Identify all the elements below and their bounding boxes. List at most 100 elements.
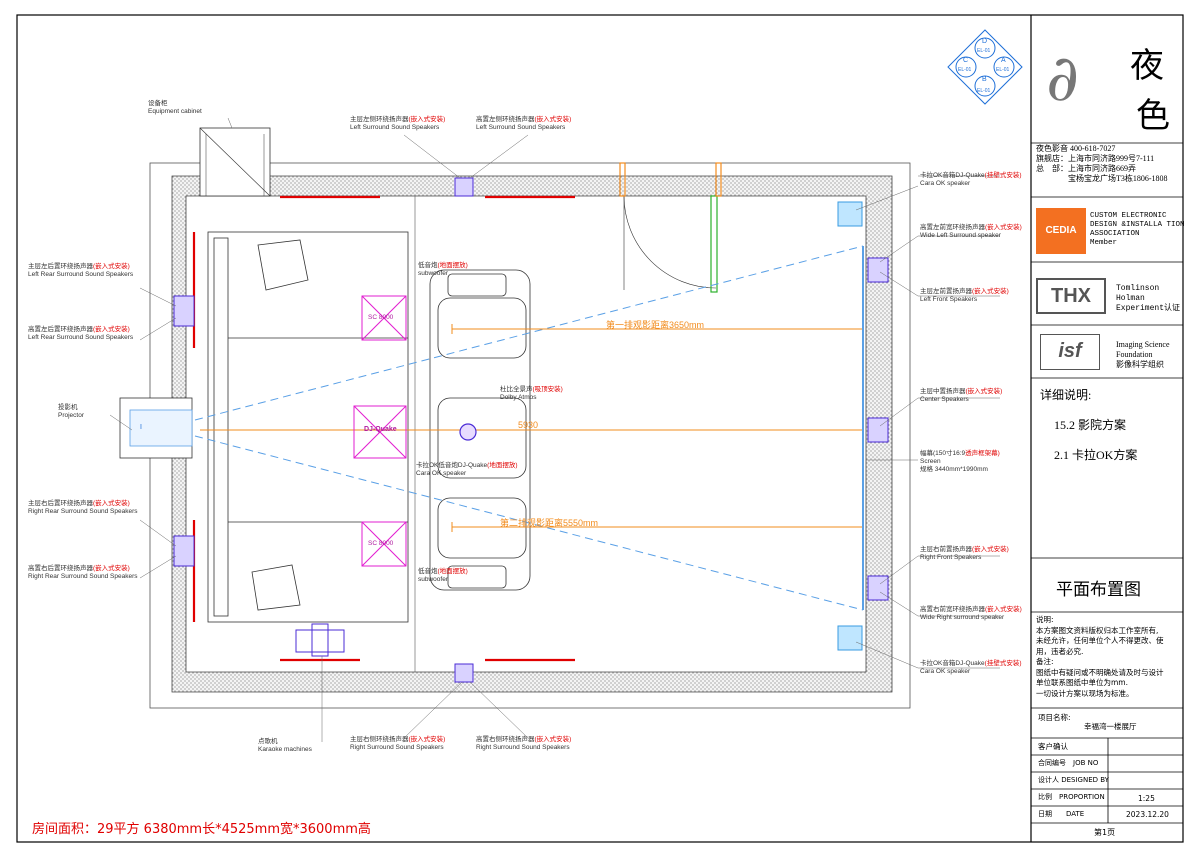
label-install: (挂壁式安装) <box>984 660 1022 667</box>
label-install: (嵌入式安装) <box>93 565 130 572</box>
label-install: (嵌入式安装) <box>972 546 1009 553</box>
label-line: Projector <box>58 412 85 419</box>
thx-text-line: Holman <box>1116 294 1145 303</box>
label-projector: 投影机 Projector <box>58 404 84 420</box>
label-install: (吸顶安装) <box>532 386 563 393</box>
label-install: (嵌入式安装) <box>93 326 130 333</box>
cedia-text: CUSTOM ELECTRONIC DESIGN &INSTALLA TION … <box>1090 212 1185 248</box>
label-right-surround: 主层右侧环绕扬声器(嵌入式安装) Right Surround Sound Sp… <box>350 736 445 752</box>
dim-overall: 5930 <box>518 420 539 430</box>
cedia-logo: CEDIA <box>1036 208 1086 254</box>
label-line: subwoofer <box>418 270 448 277</box>
details-heading: 详细说明: <box>1040 388 1092 402</box>
drawing-frame <box>16 14 1184 843</box>
label-left-surround: 主层左侧环绕扬声器(嵌入式安装) Left Surround Sound Spe… <box>350 116 445 132</box>
brand-logo-mark: ∂ <box>1046 42 1080 116</box>
notes-line: 一切设计方案以现场为标准。 <box>1036 688 1134 698</box>
label-center: 主层中置扬声器(嵌入式安装) Center Speakers <box>920 388 1002 404</box>
label-line: 高置左前宽环绕扬声器 <box>920 224 985 231</box>
plan-title: 平面布置图 <box>1056 580 1141 600</box>
label-line: Left Front Speakers <box>920 296 978 303</box>
label-install: (嵌入式安装) <box>93 500 130 507</box>
label-line: Screen <box>920 458 941 465</box>
company-line: 旗舰店：上海市同济路999号7-111 <box>1036 154 1155 163</box>
company-line: 夜色影音 400-618-7027 <box>1036 144 1116 153</box>
cedia-text-line: CUSTOM ELECTRONIC <box>1090 212 1167 220</box>
label-line: Cara OK speaker <box>920 180 971 187</box>
label-line: 高置右后置环绕扬声器 <box>28 565 93 572</box>
label-install: (嵌入式安装) <box>93 263 130 270</box>
label-line: Cara OK speaker <box>416 470 467 477</box>
label-line: 主层左侧环绕扬声器 <box>350 116 409 123</box>
room-area: 房间面积：29平方 6380mm长*4525mm宽*3600mm高 <box>32 822 371 837</box>
label-install: (嵌入式安装) <box>408 736 446 743</box>
scale-label: 比例 PROPORTION <box>1038 793 1105 801</box>
isf-text-line: Imaging Science <box>1116 340 1170 349</box>
label-line: 投影机 <box>58 404 78 411</box>
notes-line: 备注: <box>1036 657 1054 666</box>
notes-line: 单位联系图纸中单位为mm. <box>1036 678 1128 687</box>
dim-second-row: 第二排观影距离5550mm <box>500 518 599 528</box>
company-line: 总 部：上海市同济路669弄 <box>1036 164 1136 173</box>
label-caraok-bottom: 卡拉OK音箱DJ-Quake(挂壁式安装) Cara OK speaker <box>920 660 1022 676</box>
sc8000-bottom: SC 8000 <box>368 540 394 547</box>
label-line: Right Surround Sound Speakers <box>350 744 444 751</box>
label-right-front: 主层右前置扬声器(嵌入式安装) Right Front Speakers <box>920 546 1009 562</box>
label-line: Right Rear Surround Sound Speakers <box>28 508 138 515</box>
label-caraok-center: 卡拉OK低音炮DJ-Quake(地面摆放) Cara OK speaker <box>416 462 518 478</box>
label-left-front: 主层左前置扬声器(嵌入式安装) Left Front Speakers <box>920 288 1009 304</box>
projection-beam <box>194 245 864 611</box>
label-line: Left Rear Surround Sound Speakers <box>28 271 134 278</box>
atmos-speaker <box>459 423 477 441</box>
label-line: 卡拉OK低音炮DJ-Quake <box>416 462 488 469</box>
label-line: Left Surround Sound Speakers <box>350 124 440 131</box>
label-subwoofer-bottom: 低音炮(地面摆放) subwoofer <box>418 568 468 584</box>
label-line: 主层右前置扬声器 <box>920 546 972 553</box>
thx-text: Tomlinson Holman Experiment认证 <box>1116 284 1180 314</box>
scale-value: 1:25 <box>1138 794 1155 803</box>
compass-tag: EL-01 <box>996 67 1010 73</box>
isf-logo: isf <box>1040 334 1100 370</box>
label-install: (地面摆放) <box>487 462 518 469</box>
label-high-left-surround: 高置左侧环绕扬声器(嵌入式安装) Left Surround Sound Spe… <box>476 116 571 132</box>
dimension-lines <box>200 324 862 532</box>
label-equipment-cabinet: 设备柜 Equipment cabinet <box>148 100 202 116</box>
project-label: 项目名称: <box>1038 713 1071 722</box>
company-info: 夜色影音 400-618-7027 旗舰店：上海市同济路999号7-111 总 … <box>1036 144 1168 184</box>
karaoke-machine <box>295 629 345 653</box>
label-install: 透声框架幕) <box>965 450 1000 457</box>
notes-line: 未经允许，任何单位个人不得更改、使 <box>1036 636 1164 645</box>
projector-mark: I <box>140 424 142 431</box>
label-wide-left: 高置左前宽环绕扬声器(嵌入式安装) Wide Left Surround spe… <box>920 224 1022 240</box>
label-line: Right Surround Sound Speakers <box>476 744 570 751</box>
label-karaoke-machine: 点歌机 Karaoke machines <box>258 738 312 754</box>
label-right-rear: 主层右后置环绕扬声器(嵌入式安装) Right Rear Surround So… <box>28 500 137 516</box>
designer-label: 设计人 DESIGNED BY <box>1038 776 1109 784</box>
notes-line: 用，违者必究. <box>1036 646 1084 656</box>
label-install: (嵌入式安装) <box>534 116 572 123</box>
isf-text-line: Foundation <box>1116 350 1153 359</box>
sc8000-top: SC 8000 <box>368 314 394 321</box>
label-line: 卡拉OK音箱DJ-Quake <box>920 660 985 667</box>
label-install: (嵌入式安装) <box>972 288 1009 295</box>
label-line: Cara OK speaker <box>920 668 971 675</box>
label-line: Karaoke machines <box>258 746 312 753</box>
label-high-right-surround: 高置右侧环绕扬声器(嵌入式安装) Right Surround Sound Sp… <box>476 736 571 752</box>
label-high-right-rear: 高置右后置环绕扬声器(嵌入式安装) Right Rear Surround So… <box>28 565 137 581</box>
label-install: (地面摆放) <box>437 262 468 269</box>
isf-text: Imaging Science Foundation 影像科学组织 <box>1116 340 1170 370</box>
compass-label: C <box>963 57 969 64</box>
label-line: 高置右侧环绕扬声器 <box>476 736 535 743</box>
label-wide-right: 高置右前宽环绕扬声器(嵌入式安装) Wide Right surround sp… <box>920 606 1022 622</box>
job-label: 合同编号 JOB NO <box>1038 759 1099 767</box>
label-line: 点歌机 <box>258 738 278 745</box>
thx-text-line: Experiment认证 <box>1116 304 1181 313</box>
label-line: 幅幕(150寸16:9 <box>920 450 966 457</box>
label-line: 规格 3440mm*1990mm <box>920 466 988 473</box>
label-line: 主层右侧环绕扬声器 <box>350 736 409 743</box>
details-item: 2.1 卡拉OK方案 <box>1054 448 1138 462</box>
label-high-left-rear: 高置左后置环绕扬声器(嵌入式安装) Left Rear Surround Sou… <box>28 326 133 342</box>
label-install: (挂壁式安装) <box>984 172 1022 179</box>
brand-logo-char-2: 色 <box>1136 96 1170 136</box>
